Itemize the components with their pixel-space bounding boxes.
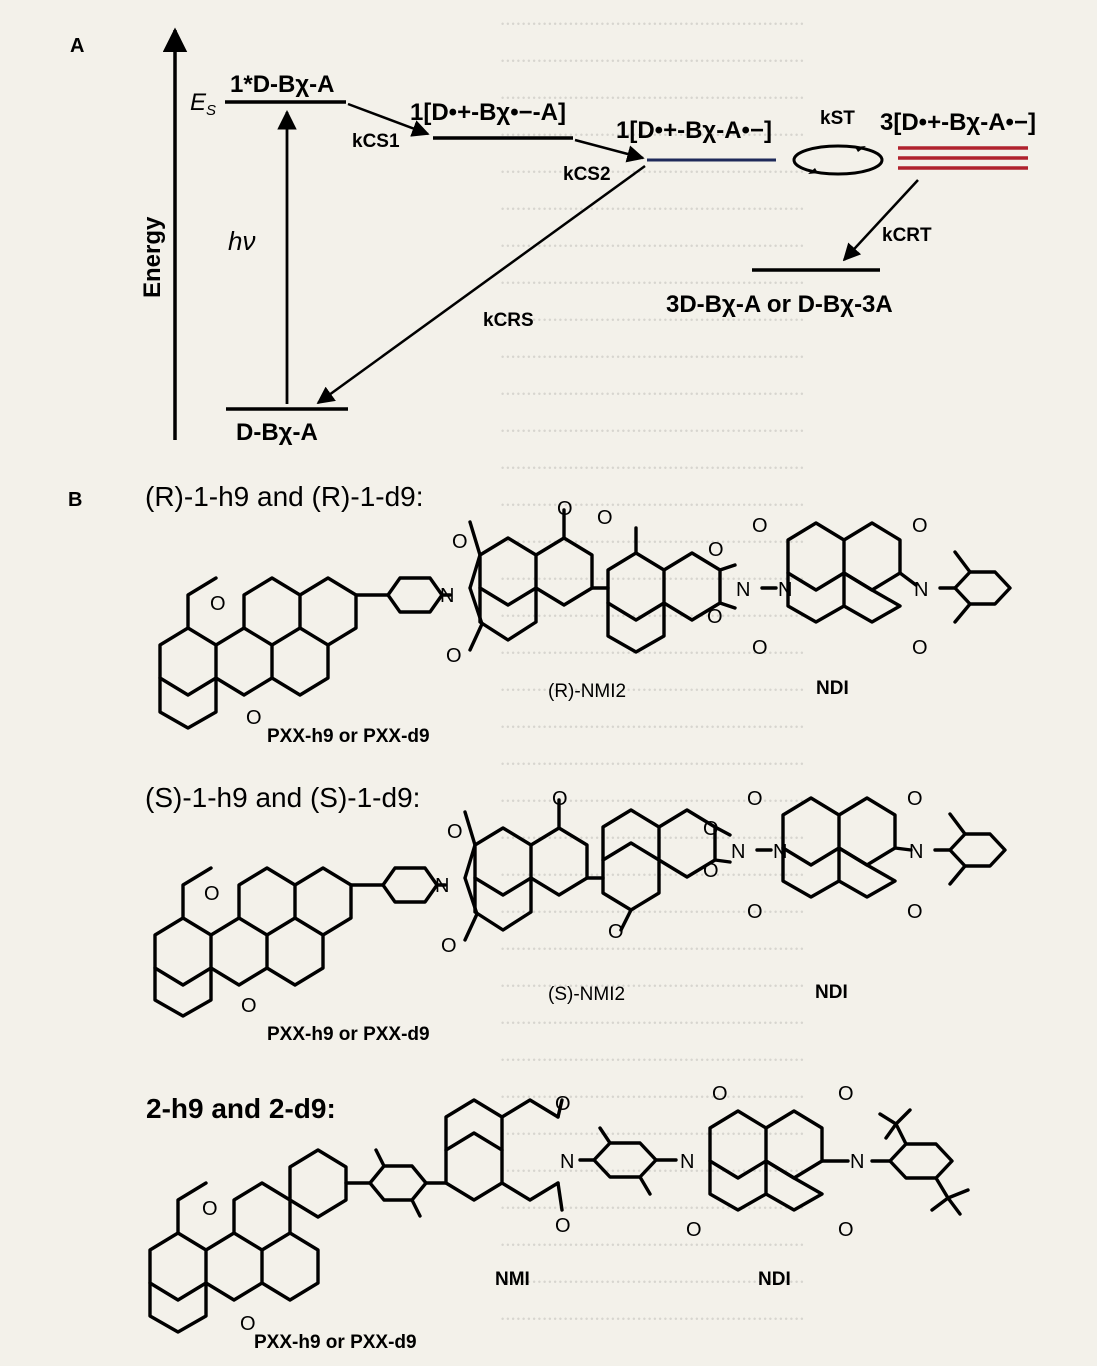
methoxy-oxygen-1-r: O [557,498,573,520]
nmi-oxygen-2-r: O [446,645,462,667]
nmi2-oxygen-1-s: O [703,818,719,840]
cs1-label: 1[D•+-Bχ•−-A] [410,99,566,126]
nmi2-oxygen-1-r: O [708,539,724,561]
compound-2-heading: 2-h9 and 2-d9: [146,1093,336,1124]
compound-r-heading: (R)-1-h9 and (R)-1-d9: [145,481,424,512]
nmi-nitrogen-s: N [435,875,449,897]
ndi-oxygen-4-2: O [838,1219,854,1241]
nmi-oxygen-1-2: O [555,1093,571,1115]
ndi-oxygen-2-r: O [752,637,768,659]
ndi-oxygen-2-s: O [747,901,763,923]
ndi-oxygen-1-r: O [752,515,768,537]
panel-b-label: B [68,489,82,511]
ndi-oxygen-3-r: O [912,515,928,537]
ndi-nitrogen-1-s: N [773,841,787,863]
ndi-nitrogen-1-r: N [778,579,792,601]
bridge-label-2: NMI [495,1269,530,1290]
ndi-oxygen-4-s: O [907,901,923,923]
ndi-nitrogen-1-2: N [680,1151,694,1173]
ground-state-label: D-Bχ-A [236,419,318,446]
kcs2-arrow [574,138,645,163]
methoxy-oxygen-1-s: O [552,788,568,810]
acceptor-label-s: NDI [815,982,848,1003]
kcs1-arrow [347,102,430,137]
compound-r: (R)-1-h9 and (R)-1-d9: [145,481,1012,747]
nmi-nitrogen-2: N [560,1151,574,1173]
pxx-oxygen-top-s: O [204,883,220,905]
ndi-oxygen-2-2: O [686,1219,702,1241]
panel-b: B (R)-1-h9 and (R)-1-d9: [68,481,1012,1353]
ndi-nitrogen-2-2: N [850,1151,864,1173]
panel-a-label: A [70,35,84,57]
compound-2: 2-h9 and 2-d9: [146,1083,970,1353]
donor-label-r: PXX-h9 or PXX-d9 [267,726,430,747]
local-triplet-label: 3D-Bχ-A or D-Bχ-3A [666,291,893,318]
compound-s: (S)-1-h9 and (S)-1-d9: [145,782,1007,1045]
methoxy-oxygen-2-s: O [608,921,624,943]
pxx-oxygen-bottom-2: O [240,1313,256,1335]
compound-s-heading: (S)-1-h9 and (S)-1-d9: [145,782,420,813]
compound-r-structure [158,508,1012,730]
nmi2-oxygen-2-r: O [707,606,723,628]
kcrs-arrow [316,164,646,405]
kcs2-label: kCS2 [563,164,611,185]
pxx-oxygen-top-r: O [210,593,226,615]
donor-label-2: PXX-h9 or PXX-d9 [254,1332,417,1353]
acceptor-label-2: NDI [758,1269,791,1290]
bridge-label-s: (S)-NMI2 [548,984,625,1005]
compound-s-structure [153,796,1007,1018]
kst-label: kST [820,108,855,129]
cs2-label: 1[D•+-Bχ-A•−] [616,117,772,144]
energy-axis-label: Energy [139,216,166,298]
donor-label-s: PXX-h9 or PXX-d9 [267,1024,430,1045]
compound-2-structure [148,1098,970,1334]
hv-label: hν [228,226,255,256]
kcrt-label: kCRT [882,225,932,246]
nmi2-oxygen-2-s: O [703,860,719,882]
ndi-nitrogen-2-s: N [909,841,923,863]
ndi-oxygen-3-s: O [907,788,923,810]
bridge-label-r: (R)-NMI2 [548,681,626,702]
kcrt-arrow [842,179,919,262]
ndi-nitrogen-2-r: N [914,579,928,601]
kst-arrowhead-top [855,146,866,152]
ndi-oxygen-1-2: O [712,1083,728,1105]
nmi-oxygen-1-r: O [452,531,468,553]
kst-cycle [792,144,884,176]
kcrs-label: kCRS [483,310,534,331]
nmi-oxygen-2-s: O [441,935,457,957]
nmi-nitrogen-r: N [440,585,454,607]
kst-arrowhead-bottom [808,168,818,174]
nmi2-nitrogen-s: N [731,841,745,863]
pxx-oxygen-top-2: O [202,1198,218,1220]
nmi-oxygen-1-s: O [447,821,463,843]
ndi-oxygen-1-s: O [747,788,763,810]
panel-a: A Energy ES 1*D-Bχ-A 1[D•+-Bχ•−-A] kCS1 … [70,27,1036,446]
pxx-oxygen-bottom-s: O [241,995,257,1017]
acceptor-label-r: NDI [816,678,849,699]
kcs1-label: kCS1 [352,131,400,152]
pxx-oxygen-bottom-r: O [246,707,262,729]
methoxy-oxygen-2-r: O [597,507,613,529]
ndi-oxygen-4-r: O [912,637,928,659]
ndi-oxygen-3-2: O [838,1083,854,1105]
es-label: ES [190,89,216,119]
nmi2-nitrogen-r: N [736,579,750,601]
triplet-rp-label: 3[D•+-Bχ-A•−] [880,109,1036,136]
excited-state-label: 1*D-Bχ-A [230,71,334,98]
nmi-oxygen-2-2: O [555,1215,571,1237]
